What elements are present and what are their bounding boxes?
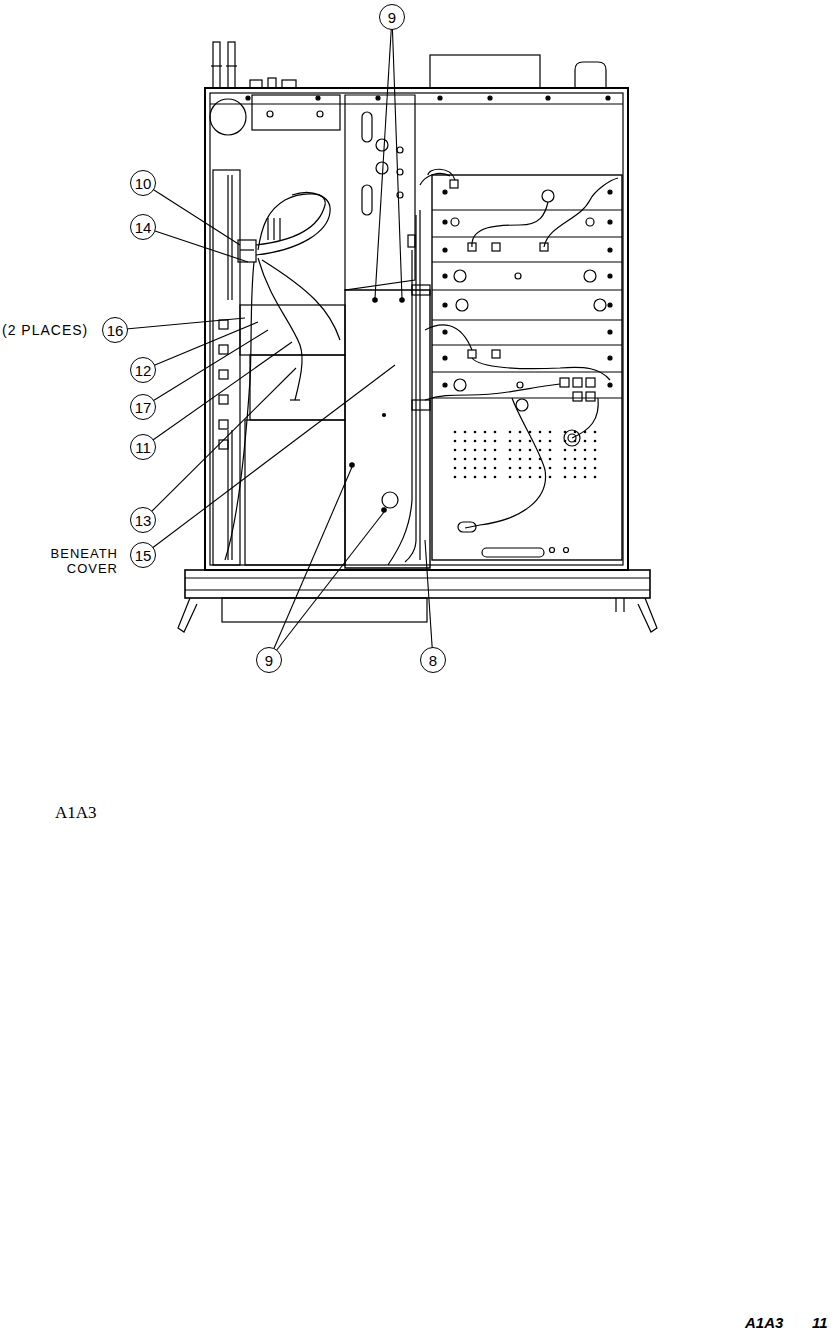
callout-number: 17 [130, 394, 156, 420]
quantity-note: (2 PLACES) [2, 322, 88, 338]
callout-number: 12 [130, 357, 156, 383]
page-footer: 11 [812, 1314, 828, 1331]
callout-number: 8 [420, 647, 446, 673]
location-note: BENEATH COVER [48, 546, 118, 576]
callout-number: 11 [130, 434, 156, 460]
page-footer: A1A3 [745, 1314, 783, 1331]
assembly-label: A1A3 [55, 803, 97, 823]
callout-number: 13 [130, 507, 156, 533]
callout-number: 9 [379, 4, 405, 30]
callout-number: 16 [102, 317, 128, 343]
callout-number: 10 [130, 170, 156, 196]
callout-number: 9 [256, 647, 282, 673]
callout-number: 15 [130, 542, 156, 568]
callout-number: 14 [130, 214, 156, 240]
